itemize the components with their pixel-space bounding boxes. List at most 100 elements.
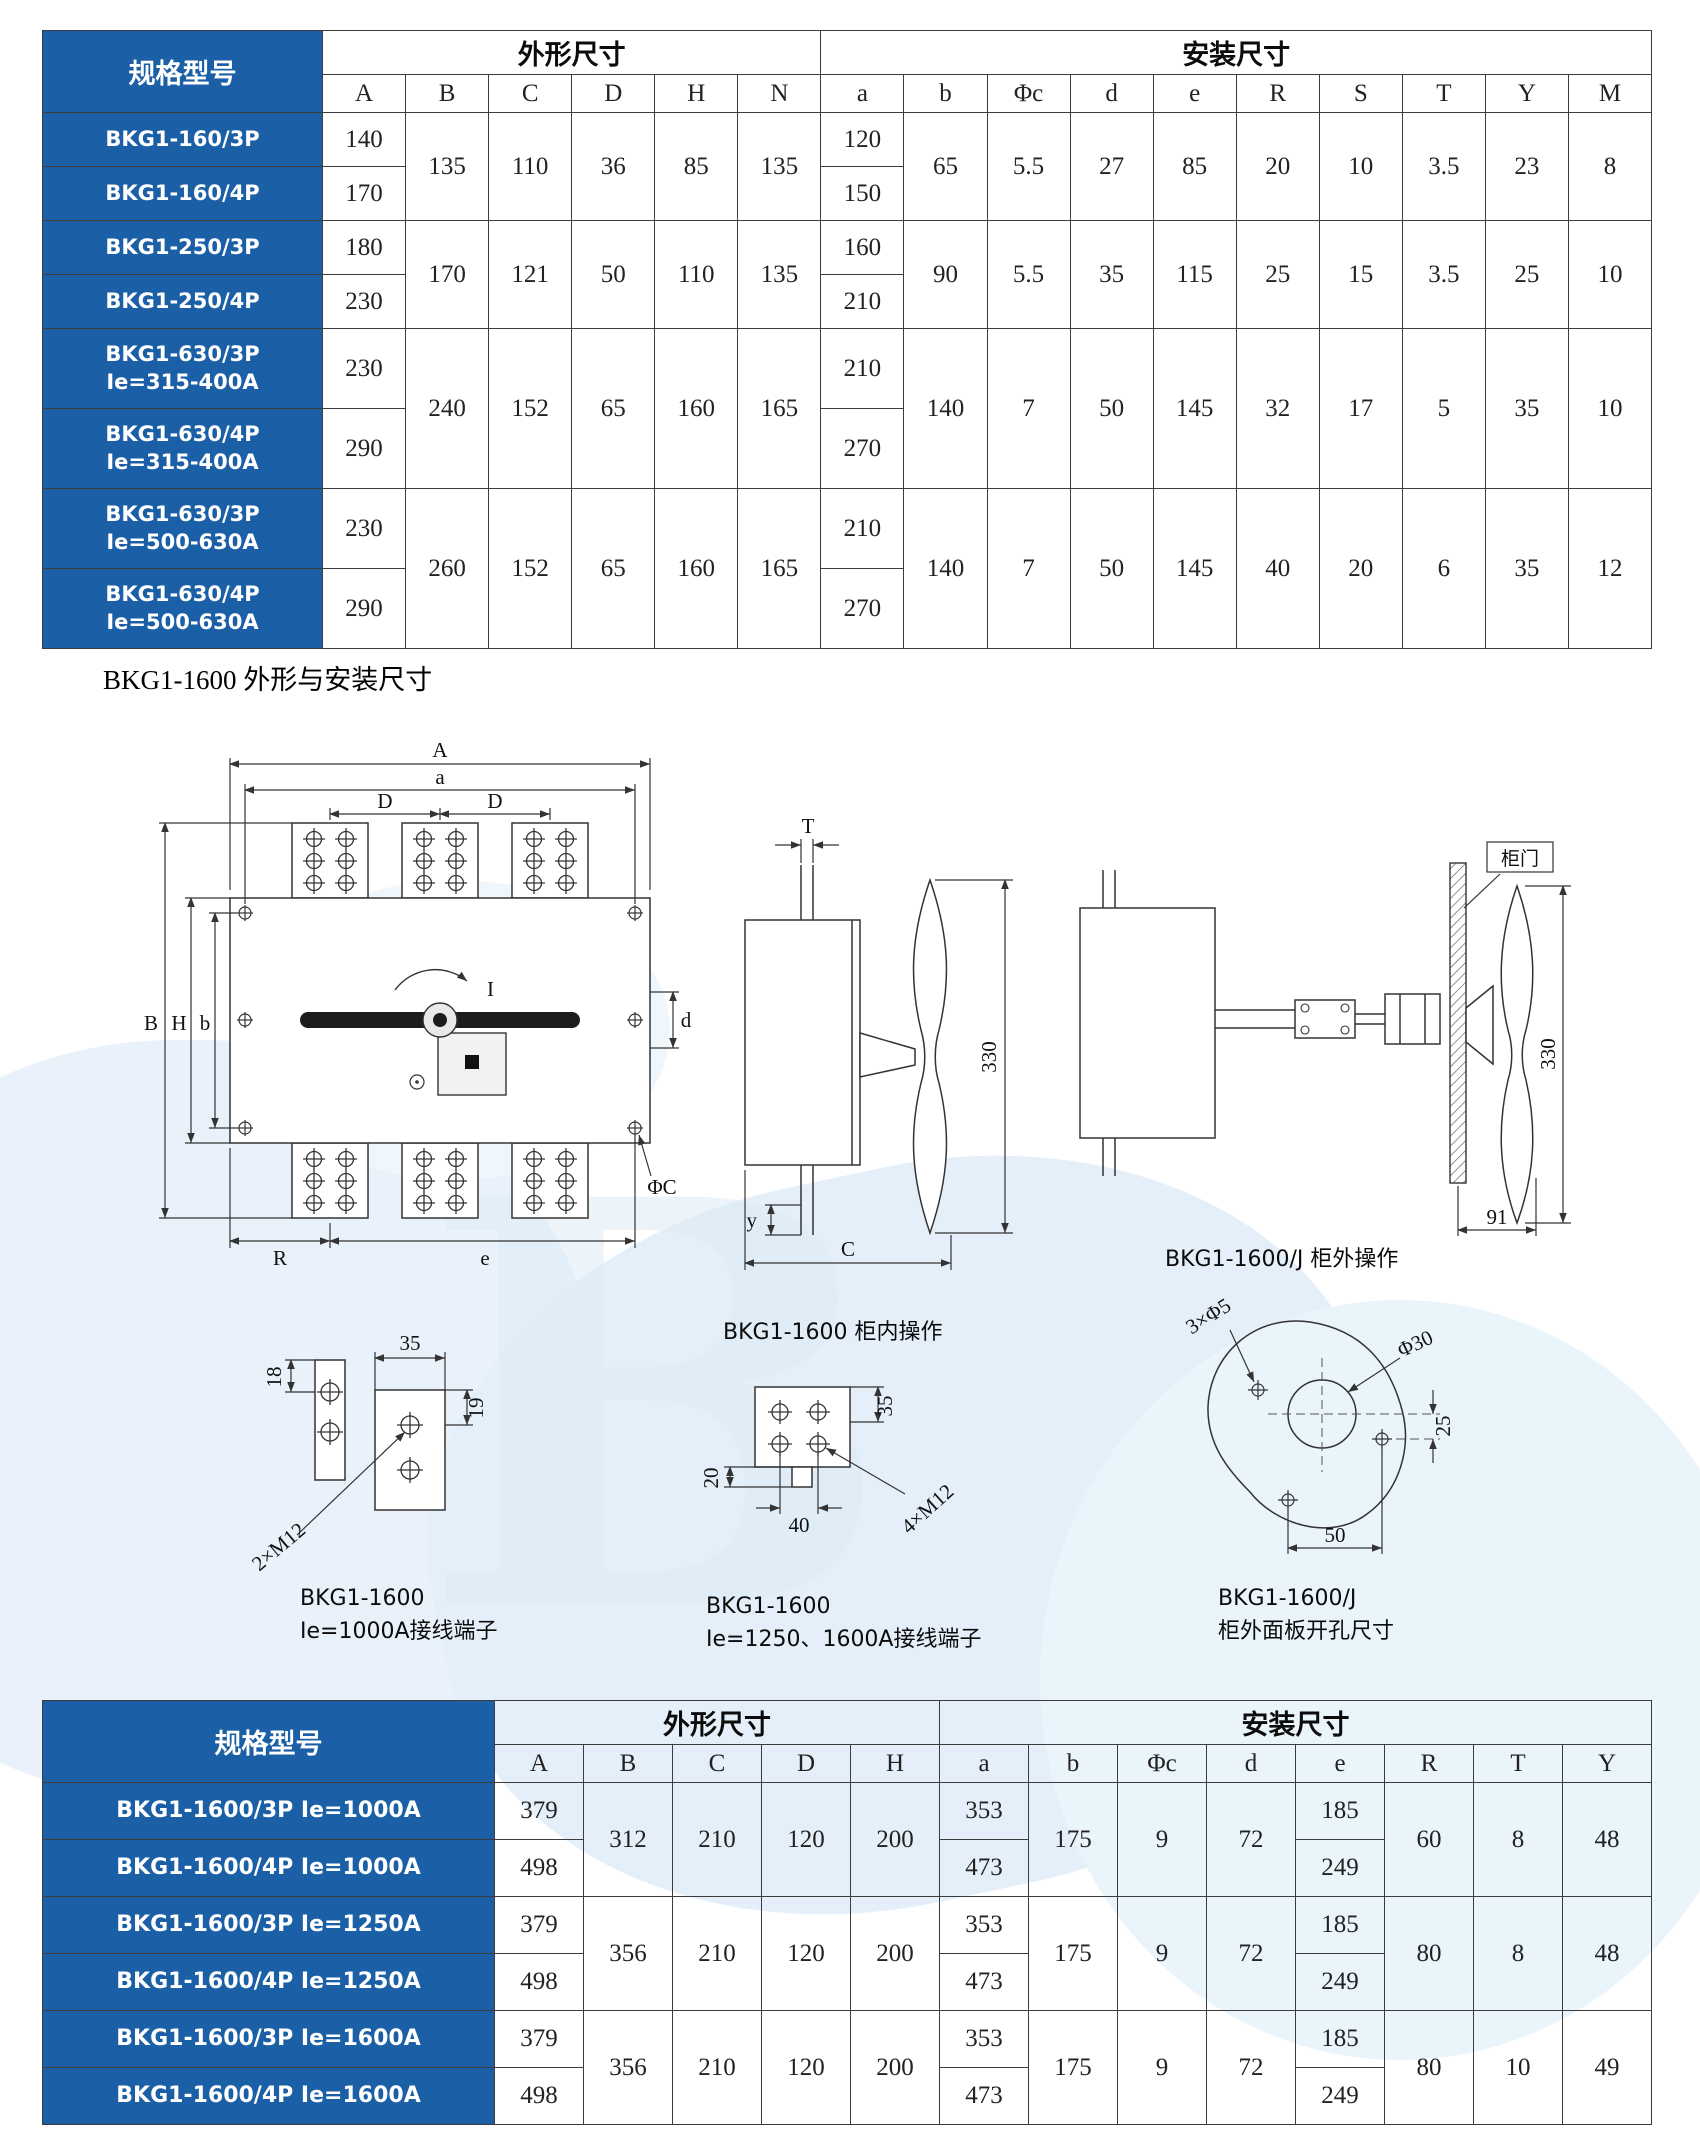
dim-cell: 249 (1295, 1839, 1385, 1897)
dim-cell: 50 (571, 220, 656, 329)
dim-cell: 498 (494, 1953, 584, 2011)
caption-line: Ie=1250、1600A接线端子 (706, 1627, 982, 1652)
dim-cell: 20 (1318, 488, 1403, 649)
dim-cell: 145 (1152, 488, 1237, 649)
dim-cell: 72 (1206, 1896, 1296, 2011)
dim-cell: 48 (1562, 1896, 1652, 2011)
dim-cell: 210 (672, 2010, 762, 2125)
dim-cell: 3.5 (1401, 220, 1486, 329)
table-row: BKG1-250/4P 230 210 (42, 274, 1652, 329)
dim-label-19: 19 (464, 1398, 488, 1419)
dim-cell: 20 (1235, 112, 1320, 221)
col-header: b (903, 74, 988, 113)
dim-cell: 80 (1384, 1896, 1474, 2011)
col-header: C (488, 74, 573, 113)
table-row: BKG1-1600/4P Ie=1000A 498 473 249 (42, 1839, 1652, 1897)
outside-handle (1465, 883, 1534, 1226)
dim-cell: 9 (1117, 1782, 1207, 1897)
col-header: D (761, 1744, 851, 1783)
model-cell: BKG1-160/4P (42, 166, 323, 221)
dim-cell: 35 (1069, 220, 1154, 329)
dim-cell: 23 (1484, 112, 1569, 221)
model-line: Ie=500-630A (106, 529, 259, 554)
dim-cell: 249 (1295, 2067, 1385, 2125)
dim-label-y: y (747, 1208, 758, 1232)
dim-cell: 473 (939, 2067, 1029, 2125)
holes-label: 3×Φ5 (1181, 1293, 1235, 1339)
dim-cell: 90 (903, 220, 988, 329)
dim-cell: 120 (761, 1896, 851, 2011)
dim-cell: 65 (903, 112, 988, 221)
header-spec-model: 规格型号 (42, 30, 323, 113)
model-cell: BKG1-250/4P (42, 274, 323, 329)
caption-side-view: BKG1-1600 柜内操作 (723, 1320, 943, 1345)
model-cell: BKG1-250/3P (42, 220, 323, 275)
bolt-label: 4×M12 (896, 1479, 958, 1538)
dim-cell: 200 (850, 2010, 940, 2125)
section-title: BKG1-1600 外形与安装尺寸 (103, 665, 433, 695)
dim-cell: 135 (737, 112, 822, 221)
dimensions-table-bkg1-small: 规格型号 外形尺寸 安装尺寸 A B C D H N a b Φc d e R … (42, 30, 1653, 649)
dim-cell: 9 (1117, 1896, 1207, 2011)
dim-label-330: 330 (1536, 1038, 1560, 1070)
dim-cell: 25 (1484, 220, 1569, 329)
dim-cell: 185 (1295, 1896, 1385, 1954)
dim-cell: 65 (571, 488, 656, 649)
model-cell: BKG1-1600/4P Ie=1000A (42, 1839, 495, 1897)
switch-side-body (1079, 870, 1441, 1176)
dim-cell: 152 (488, 488, 573, 649)
dim-cell: 498 (494, 1839, 584, 1897)
dim-cell: 12 (1567, 488, 1653, 649)
dim-cell: 180 (321, 220, 407, 275)
model-cell: BKG1-1600/4P Ie=1250A (42, 1953, 495, 2011)
caption-line: BKG1-1600 (300, 1586, 425, 1611)
dim-cell: 36 (571, 112, 656, 221)
model-line: BKG1-630/4P (105, 582, 260, 607)
front-view-drawing: I A a D D B H b d ΦC (144, 738, 692, 1270)
dim-cell: 260 (405, 488, 490, 649)
header-outline-dims: 外形尺寸 (321, 30, 822, 75)
dim-label-A: A (432, 738, 448, 762)
dim-cell: 249 (1295, 1953, 1385, 2011)
model-line: Ie=500-630A (106, 609, 259, 634)
header-spec-model: 规格型号 (42, 1700, 495, 1783)
model-line: BKG1-630/3P (105, 342, 260, 367)
caption-line: 柜外面板开孔尺寸 (1218, 1619, 1395, 1644)
dim-cell: 165 (737, 328, 822, 489)
terminal-plate (754, 1386, 851, 1488)
dim-cell: 160 (820, 220, 905, 275)
dim-cell: 210 (820, 328, 905, 409)
dim-cell: 140 (321, 112, 407, 167)
dim-cell: 356 (583, 2010, 673, 2125)
dim-cell: 115 (1152, 220, 1237, 329)
table-row: A B C D H N a b Φc d e R S T Y M (43, 74, 1653, 113)
caption-terminal-1000a: BKG1-1600 Ie=1000A接线端子 (300, 1582, 498, 1648)
dim-cell: 200 (850, 1896, 940, 2011)
dimension-lines (1229, 1329, 1437, 1554)
dim-cell: 165 (737, 488, 822, 649)
dim-cell: 356 (583, 1896, 673, 2011)
model-line: Ie=315-400A (106, 369, 259, 394)
dim-cell: 290 (321, 568, 407, 649)
dim-label-R: R (273, 1246, 287, 1270)
dim-cell: 175 (1028, 1896, 1118, 2011)
dim-cell: 10 (1567, 220, 1653, 329)
dimensions-table-bkg1-1600: 规格型号 外形尺寸 安装尺寸 A B C D H a b Φc d e R T … (42, 1700, 1652, 2125)
model-cell: BKG1-1600/3P Ie=1000A (42, 1782, 495, 1840)
col-header: Y (1484, 74, 1569, 113)
col-header: Y (1562, 1744, 1652, 1783)
table-row: BKG1-1600/4P Ie=1600A 498 473 249 (42, 2067, 1652, 2125)
dimension-lines (744, 839, 1013, 1270)
dim-cell: 379 (494, 2010, 584, 2068)
col-header: A (494, 1744, 584, 1783)
dim-cell: 379 (494, 1896, 584, 1954)
dim-cell: 210 (820, 274, 905, 329)
model-line: BKG1-630/3P (105, 502, 260, 527)
dim-cell: 35 (1484, 488, 1569, 649)
dim-cell: 210 (820, 488, 905, 569)
dim-cell: 32 (1235, 328, 1320, 489)
dim-cell: 40 (1235, 488, 1320, 649)
model-cell: BKG1-160/3P (42, 112, 323, 167)
dim-cell: 49 (1562, 2010, 1652, 2125)
